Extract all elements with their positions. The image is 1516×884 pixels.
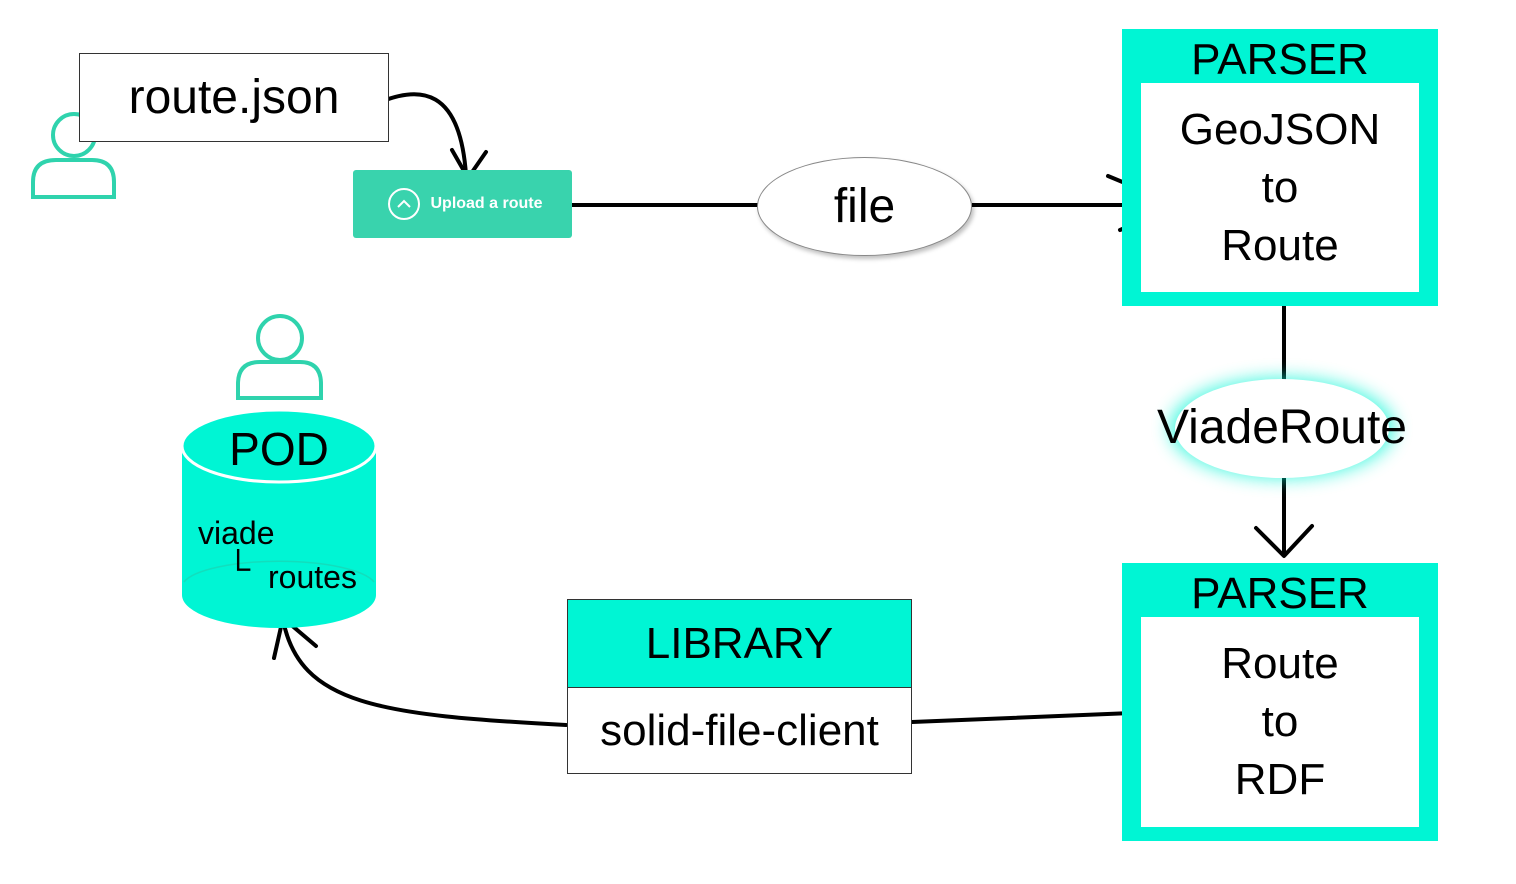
pod-user-icon: [236, 314, 323, 400]
parser-route-to-rdf: PARSER Route to RDF: [1122, 563, 1438, 841]
pod-cylinder: [180, 408, 378, 628]
parser-line: GeoJSON: [1179, 104, 1381, 154]
file-label: file: [833, 179, 896, 233]
viaderoute-ellipse: [1175, 379, 1389, 478]
upload-route-label: Upload a route: [430, 195, 543, 212]
parser-line: Route: [1221, 639, 1339, 688]
viaderoute-label: ViadeRoute: [1157, 401, 1407, 454]
library-title: LIBRARY: [567, 599, 912, 687]
parser-geojson-to-route: PARSER GeoJSON to Route: [1122, 29, 1438, 306]
parser-line: RDF: [1234, 755, 1326, 804]
parser-line: to: [1261, 162, 1299, 212]
arrow-library-to-pod: [281, 618, 568, 727]
chevron-up-icon: [388, 188, 421, 220]
parser-body: GeoJSON to Route: [1141, 83, 1419, 292]
parser-line: Route: [1221, 220, 1339, 270]
parser-title: PARSER: [1191, 35, 1369, 84]
parser-body: Route to RDF: [1141, 617, 1419, 827]
route-json-box: route.json: [79, 53, 389, 142]
arrowhead-rdf-parser: [1254, 524, 1314, 558]
pod-folder-viade: viade: [198, 515, 275, 551]
route-json-label: route.json: [128, 70, 340, 124]
library-name: solid-file-client: [567, 687, 912, 774]
pod-folder-routes: routes: [268, 559, 357, 595]
upload-route-button[interactable]: Upload a route: [353, 170, 572, 238]
tree-branch-icon: └: [226, 550, 251, 588]
pod-title: POD: [229, 423, 329, 475]
file-ellipse: file: [757, 157, 972, 256]
arrow-routejson-to-upload: [376, 92, 468, 177]
parser-line: to: [1261, 697, 1299, 746]
line-parser-to-library: [910, 710, 1158, 724]
parser-title: PARSER: [1191, 569, 1369, 618]
